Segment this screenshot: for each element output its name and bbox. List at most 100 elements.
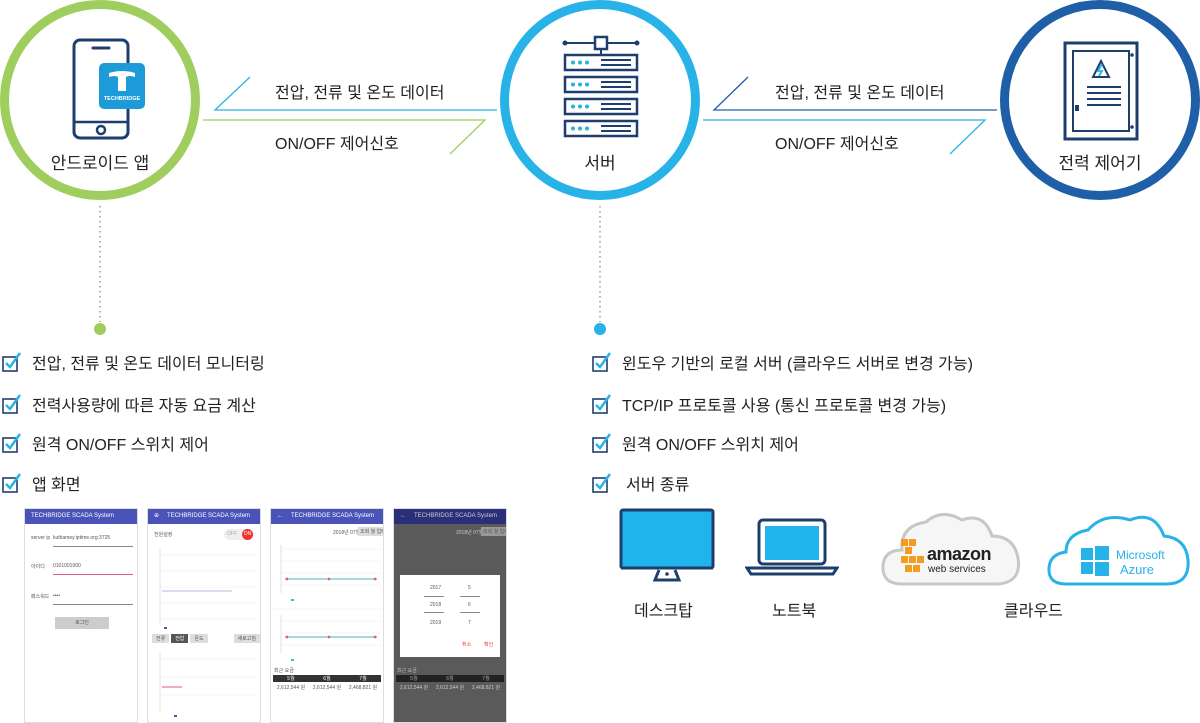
fee-table-row: 2,612,544 원 2,612,544 원 2,468,821 원 — [276, 685, 378, 691]
techbridge-logo: TECHBRIDGE — [99, 63, 145, 109]
login-id-value: 0101001000 — [53, 563, 81, 569]
desktop-label: 데스크탑 — [634, 603, 693, 620]
server-feature-text: TCP/IP 프로토콜 사용 (통신 프로토콜 변경 가능) — [622, 398, 947, 415]
picker-month[interactable]: 6 — [468, 602, 471, 608]
date-display: 2018년 07월 — [456, 530, 484, 536]
app-feature-text: 전력사용량에 따른 자동 요금 계산 — [32, 398, 256, 415]
login-ip-value: kutbamey.iptime.org:3725 — [53, 535, 111, 541]
left-data-arrow — [213, 76, 497, 111]
azure-logo-bottom: Azure — [1120, 562, 1154, 577]
fee-table-header: 5월 6월 7월 — [273, 675, 381, 682]
aws-cubes-icon — [901, 539, 924, 572]
query-month-button[interactable]: 조회 월 입력 — [358, 527, 383, 536]
recent-fee-label: 최근 요금 — [274, 668, 294, 674]
date-display: 2018년 07월 — [333, 530, 361, 536]
right-data-arrow — [712, 76, 997, 111]
month-picker-dialog: 2017 5 2018 6 2019 7 취소 확인 — [400, 575, 500, 657]
server-node: 서버 — [500, 0, 700, 200]
app-feature-text: 원격 ON/OFF 스위치 제어 — [32, 437, 209, 454]
app-feature-text: 앱 화면 — [32, 477, 81, 494]
app-screen-login: TECHBRIDGE SCADA System server ip kutbam… — [24, 508, 138, 723]
picker-year[interactable]: 2019 — [430, 620, 442, 626]
voltage-chart-graphic — [159, 653, 256, 717]
laptop-label: 노트북 — [772, 603, 817, 620]
server-feature-item: 윈도우 기반의 로컬 서버 (클라우드 서버로 변경 가능) — [592, 350, 973, 374]
techbridge-logo-text: TECHBRIDGE — [103, 96, 141, 102]
checkbox-icon — [2, 473, 22, 493]
login-pw-value: •••• — [53, 593, 61, 599]
left-data-label: 전압, 전류 및 온도 데이터 — [275, 85, 445, 102]
left-control-arrow — [203, 119, 487, 155]
checkbox-icon — [592, 394, 612, 414]
app-feature-text: 전압, 전류 및 온도 데이터 모니터링 — [32, 356, 265, 373]
aws-logo-sub: web services — [928, 564, 986, 575]
server-feature-text: 서버 종류 — [626, 477, 690, 494]
picker-year[interactable]: 2017 — [430, 585, 442, 591]
server-feature-item: TCP/IP 프로토콜 사용 (통신 프로토콜 변경 가능) — [592, 392, 946, 416]
picker-year[interactable]: 2018 — [430, 602, 442, 608]
right-data-label: 전압, 전류 및 온도 데이터 — [775, 85, 945, 102]
picker-cancel-button[interactable]: 취소 — [462, 642, 472, 648]
fee-table-row: 2,612,544 원 2,612,544 원 2,468,821 원 — [399, 685, 501, 691]
desktop-monitor-icon — [619, 508, 715, 582]
tab-current[interactable]: 전류 — [152, 634, 170, 643]
power-controller-label: 전력 제어기 — [1058, 154, 1142, 173]
chart-tab-bar: 전류 전압 온도 새로고침 — [152, 634, 260, 643]
checkbox-icon — [2, 433, 22, 453]
power-controller-node: 전력 제어기 — [1000, 0, 1200, 200]
login-id-label: 아이디 — [31, 564, 45, 570]
android-app-node: TECHBRIDGE 안드로이드 앱 — [0, 0, 200, 200]
right-control-label: ON/OFF 제어신호 — [775, 136, 899, 153]
picker-month[interactable]: 7 — [468, 620, 471, 626]
server-feature-item: 서버 종류 — [592, 471, 689, 495]
app-feature-item: 전압, 전류 및 온도 데이터 모니터링 — [2, 350, 265, 374]
tab-voltage[interactable]: 전압 — [171, 634, 189, 643]
app-feature-item: 앱 화면 — [2, 471, 81, 495]
server-label: 서버 — [584, 154, 616, 173]
app-screen-monthly: ←TECHBRIDGE SCADA System 2018년 07월 조회 월 … — [270, 508, 384, 723]
app-screen-month-picker: ←TECHBRIDGE SCADA System 2018년 07월 조회 월 … — [393, 508, 507, 723]
android-app-label: 안드로이드 앱 — [50, 154, 150, 173]
app-feature-item: 전력사용량에 따른 자동 요금 계산 — [2, 392, 256, 416]
windows-logo-icon — [1081, 546, 1109, 576]
server-rack-icon — [562, 35, 640, 138]
power-setting-label: 전원설정 — [154, 532, 173, 538]
query-month-button: 조회 월 입력 — [481, 527, 506, 536]
app-dot — [94, 323, 106, 335]
fee-table-header: 5월 6월 7월 — [396, 675, 504, 682]
azure-logo-top: Microsoft — [1116, 548, 1165, 562]
picker-ok-button[interactable]: 확인 — [484, 642, 494, 648]
techbridge-logo-icon — [109, 71, 135, 91]
laptop-icon — [745, 518, 839, 576]
monthly-charts-graphic — [273, 545, 383, 661]
app-screen-power: ⊕TECHBRIDGE SCADA System 전원설정 OFF ON 전류 … — [147, 508, 261, 723]
server-feature-text: 원격 ON/OFF 스위치 제어 — [622, 437, 799, 454]
azure-cloud: Microsoft Azure — [1046, 510, 1192, 588]
right-control-arrow — [703, 119, 987, 155]
picker-month[interactable]: 5 — [468, 585, 471, 591]
screen-title-bar: TECHBRIDGE SCADA System — [25, 509, 137, 524]
power-toggle[interactable]: OFF ON — [224, 529, 254, 540]
checkbox-icon — [2, 352, 22, 372]
screen-title-bar: ←TECHBRIDGE SCADA System — [271, 509, 383, 524]
cloud-label: 클라우드 — [1004, 603, 1063, 620]
screen-title-bar: ←TECHBRIDGE SCADA System — [394, 509, 506, 524]
server-dot — [594, 323, 606, 335]
checkbox-icon — [592, 433, 612, 453]
tab-temperature[interactable]: 온도 — [190, 634, 208, 643]
current-chart-graphic — [159, 549, 256, 629]
checkbox-icon — [592, 352, 612, 372]
server-feature-text: 윈도우 기반의 로컬 서버 (클라우드 서버로 변경 가능) — [622, 356, 973, 373]
aws-logo-main: amazon — [927, 544, 992, 564]
login-button[interactable]: 로그인 — [55, 617, 109, 629]
aws-cloud: amazon web services — [880, 508, 1024, 588]
refresh-button[interactable]: 새로고침 — [233, 634, 260, 643]
login-pw-label: 패스워드 — [31, 594, 50, 600]
server-feature-item: 원격 ON/OFF 스위치 제어 — [592, 431, 799, 455]
login-ip-label: server ip — [31, 535, 51, 541]
app-feature-item: 원격 ON/OFF 스위치 제어 — [2, 431, 209, 455]
screen-title-bar: ⊕TECHBRIDGE SCADA System — [148, 509, 260, 524]
checkbox-icon — [592, 473, 612, 493]
left-control-label: ON/OFF 제어신호 — [275, 136, 399, 153]
